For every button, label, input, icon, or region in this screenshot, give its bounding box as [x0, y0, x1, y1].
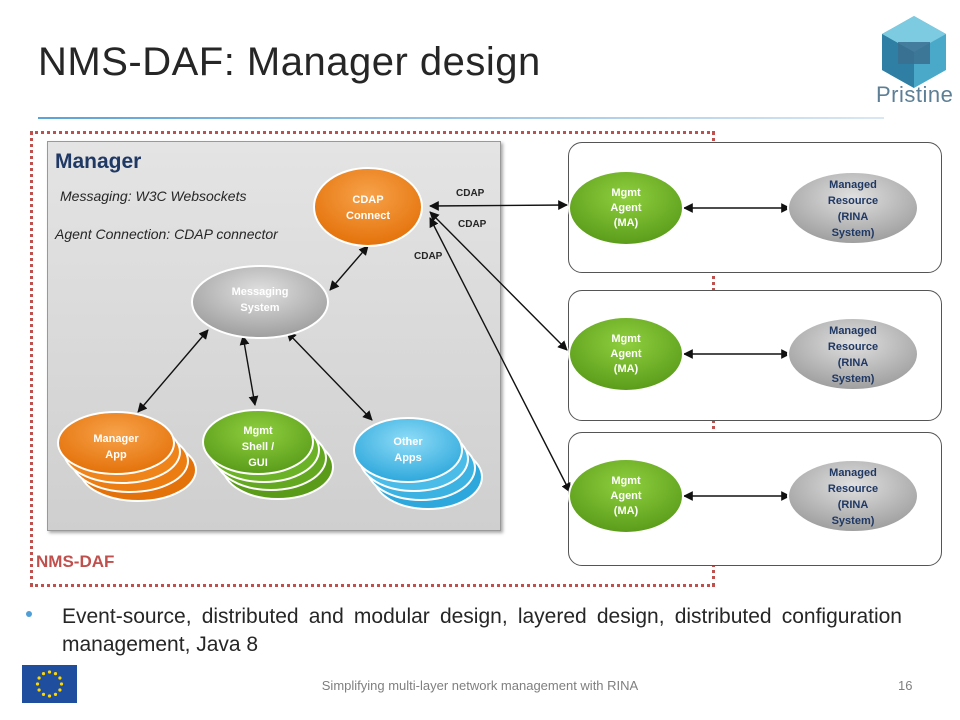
svg-text:CDAP: CDAP: [352, 194, 383, 206]
svg-text:GUI: GUI: [248, 457, 268, 469]
svg-text:Messaging: Messaging: [232, 286, 289, 298]
svg-text:System): System): [832, 227, 875, 239]
edge-messaging-shell: [239, 335, 259, 406]
svg-text:Mgmt: Mgmt: [243, 425, 273, 437]
edge-cdap-agent3: [429, 217, 571, 493]
svg-text:Shell /: Shell /: [242, 441, 274, 453]
edge-messaging-otherapps: [286, 331, 373, 421]
svg-text:Manager: Manager: [93, 433, 139, 445]
svg-text:(RINA: (RINA: [838, 357, 869, 369]
edges: [137, 200, 791, 501]
svg-text:Mgmt: Mgmt: [611, 187, 641, 199]
svg-text:Resource: Resource: [828, 195, 878, 207]
logo-text: Pristine: [876, 82, 954, 107]
svg-text:Resource: Resource: [828, 341, 878, 353]
edge-cdap-agent2: [429, 211, 568, 351]
managed-resource-node-1: Managed Resource (RINA System): [787, 171, 919, 245]
other-apps-node: Other Apps: [353, 417, 483, 510]
messaging-system-node: Messaging System: [191, 265, 329, 339]
mgmt-agent-node-3: Mgmt Agent (MA): [568, 458, 684, 534]
svg-text:Agent: Agent: [610, 202, 642, 214]
svg-text:App: App: [105, 449, 127, 461]
eu-flag-icon: [22, 665, 77, 703]
svg-text:System): System): [832, 373, 875, 385]
svg-text:System: System: [240, 302, 279, 314]
svg-text:Managed: Managed: [829, 179, 877, 191]
page-number: 16: [898, 678, 913, 693]
managed-resource-node-3: Managed Resource (RINA System): [787, 459, 919, 533]
svg-text:(RINA: (RINA: [838, 499, 869, 511]
manager-title: Manager: [55, 150, 142, 173]
cdap-connect-node: CDAP Connect: [313, 167, 423, 247]
svg-text:Mgmt: Mgmt: [611, 333, 641, 345]
managed-resource-node-2: Managed Resource (RINA System): [787, 317, 919, 391]
svg-text:Mgmt: Mgmt: [611, 475, 641, 487]
edge-cdap-agent1: [429, 200, 568, 211]
bullet-text: Event-source, distributed and modular de…: [62, 605, 902, 656]
svg-text:(MA): (MA): [614, 505, 639, 517]
nms-daf-label: NMS-DAF: [36, 552, 115, 571]
svg-text:System): System): [832, 515, 875, 527]
edge-label-cdap-2: CDAP: [458, 219, 487, 230]
svg-text:Connect: Connect: [346, 210, 390, 222]
edge-messaging-managerapp: [137, 329, 209, 413]
mgmt-shell-gui-node: Mgmt Shell / GUI: [202, 409, 334, 500]
manager-app-node: Manager App: [57, 411, 197, 502]
messaging-note: Messaging: W3C Websockets: [60, 188, 247, 204]
bullet-icon: [26, 611, 32, 617]
mgmt-agent-node-2: Mgmt Agent (MA): [568, 316, 684, 392]
footer-text: Simplifying multi-layer network manageme…: [321, 678, 639, 693]
svg-text:Managed: Managed: [829, 325, 877, 337]
mgmt-agent-node-1: Mgmt Agent (MA): [568, 170, 684, 246]
svg-text:Resource: Resource: [828, 483, 878, 495]
pristine-logo: [882, 16, 946, 88]
edge-label-cdap-1: CDAP: [456, 188, 485, 199]
svg-text:Other: Other: [393, 436, 423, 448]
edge-label-cdap-3: CDAP: [414, 251, 443, 262]
svg-text:Apps: Apps: [394, 452, 422, 464]
edge-messaging-cdap: [329, 245, 369, 291]
svg-text:(MA): (MA): [614, 217, 639, 229]
svg-text:(RINA: (RINA: [838, 211, 869, 223]
agent-connection-note: Agent Connection: CDAP connector: [55, 226, 278, 242]
slide-title: NMS-DAF: Manager design: [38, 40, 541, 84]
svg-text:Agent: Agent: [610, 490, 642, 502]
svg-text:Agent: Agent: [610, 348, 642, 360]
title-underline: [38, 117, 884, 119]
svg-text:(MA): (MA): [614, 363, 639, 375]
svg-text:Managed: Managed: [829, 467, 877, 479]
